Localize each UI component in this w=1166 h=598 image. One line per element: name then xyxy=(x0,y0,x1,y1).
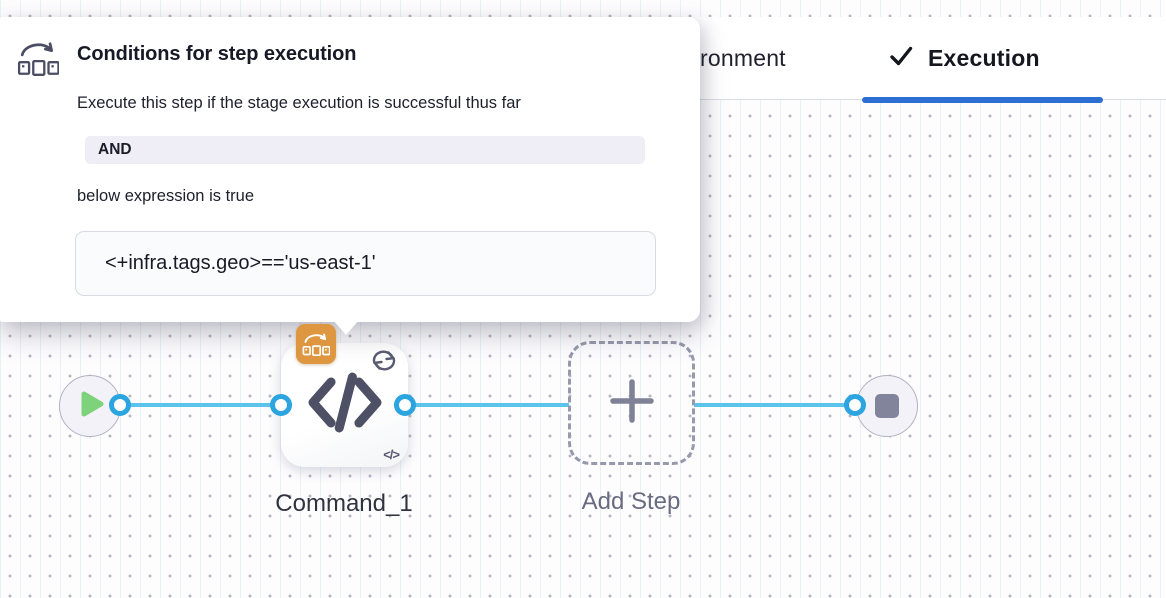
code-step-icon xyxy=(304,370,386,441)
step-label-add-step: Add Step xyxy=(581,488,681,515)
tab-execution-label: Execution xyxy=(928,45,1040,71)
loop-strategy-icon xyxy=(369,348,399,378)
play-icon xyxy=(80,390,106,423)
operator-and-badge: AND xyxy=(85,136,645,164)
tab-environment[interactable]: ronment xyxy=(700,45,786,71)
plus-icon xyxy=(608,377,656,430)
port-command-in[interactable] xyxy=(270,394,292,416)
step-label-command-1: Command_1 xyxy=(275,490,413,517)
step-type-glyph: </> xyxy=(383,447,400,462)
conditional-execution-badge-icon[interactable] xyxy=(296,324,336,364)
conditional-execution-icon xyxy=(17,39,60,82)
port-end-in[interactable] xyxy=(844,394,866,416)
stop-icon xyxy=(875,394,899,418)
port-command-out[interactable] xyxy=(394,394,416,416)
popover-description: Execute this step if the stage execution… xyxy=(77,94,521,112)
checkmark-icon xyxy=(888,43,914,74)
end-node xyxy=(856,375,918,437)
port-start-out[interactable] xyxy=(109,394,131,416)
conditions-popover: Conditions for step execution Execute th… xyxy=(0,17,700,322)
edge-start-to-command xyxy=(120,403,282,407)
active-tab-underline xyxy=(862,97,1103,103)
add-step-button[interactable] xyxy=(568,341,695,465)
expression-value: <+infra.tags.geo>=='us-east-1' xyxy=(75,231,656,296)
tab-execution[interactable]: Execution xyxy=(888,43,1040,74)
edge-command-to-addstep xyxy=(405,403,569,407)
popover-caret xyxy=(333,320,359,335)
expression-intro-text: below expression is true xyxy=(77,187,255,205)
edge-addstep-to-end xyxy=(694,403,856,407)
popover-title: Conditions for step execution xyxy=(77,43,357,65)
